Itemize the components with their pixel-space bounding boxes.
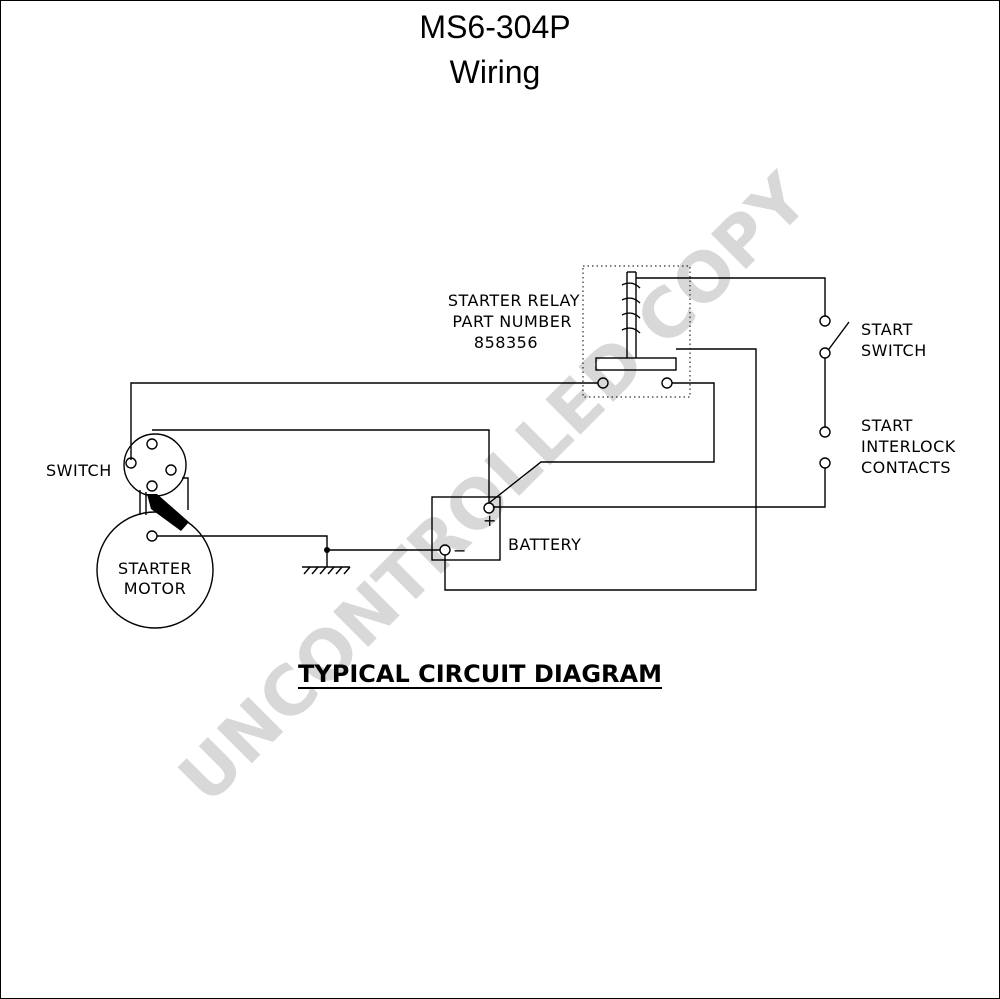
switch-symbol [123,433,189,515]
battery-minus-sign: − [453,541,466,560]
battery-plus-sign: + [483,511,496,530]
interlock-label-line-1: START [861,416,913,435]
motor-label-line-1: STARTER [118,559,192,578]
interlock-label-line-2: INTERLOCK [861,437,956,456]
interlock-label-line-3: CONTACTS [861,458,951,477]
diagram-heading: TYPICAL CIRCUIT DIAGRAM [298,660,662,688]
wire-coil-to-start-switch [493,277,826,508]
relay-coil [621,271,641,358]
battery-negative-terminal [439,544,451,556]
switch-label: SWITCH [46,461,112,480]
title-line-1: MS6-304P [419,9,570,45]
relay-label-line-1: STARTER RELAY [448,291,580,310]
starter-motor-symbol [96,511,214,629]
interlock-contact-top [819,426,831,438]
relay-plunger [595,357,677,371]
ground-icon [302,566,351,575]
wire-relay-to-battery-positive [488,382,715,504]
relay-label-line-3: 858356 [474,333,538,352]
start-switch-label-line-1: START [861,320,913,339]
starter-relay-enclosure [582,265,691,398]
battery-positive-terminal [483,502,495,514]
motor-label-line-2: MOTOR [124,579,186,598]
relay-label-line-2: PART NUMBER [452,312,572,331]
wire-switch-to-battery [152,429,490,503]
wire-motor-to-ground [157,535,328,550]
battery-symbol [431,496,501,561]
start-switch-contact-top [819,315,831,327]
interlock-contact-bottom [819,457,831,469]
watermark-text: UNCONTROLLED COPY [164,159,824,819]
relay-terminal-right [661,377,673,389]
title-line-2: Wiring [450,54,541,90]
wire-relay-to-switch [130,382,598,460]
motor-terminal [146,530,158,542]
battery-label: BATTERY [508,535,581,554]
start-switch-label-line-2: SWITCH [861,341,927,360]
start-switch-contact-bottom [819,347,831,359]
motor-drive-bar [147,494,189,531]
wire-coil-to-ground [444,348,757,591]
start-switch-lever [828,321,850,350]
